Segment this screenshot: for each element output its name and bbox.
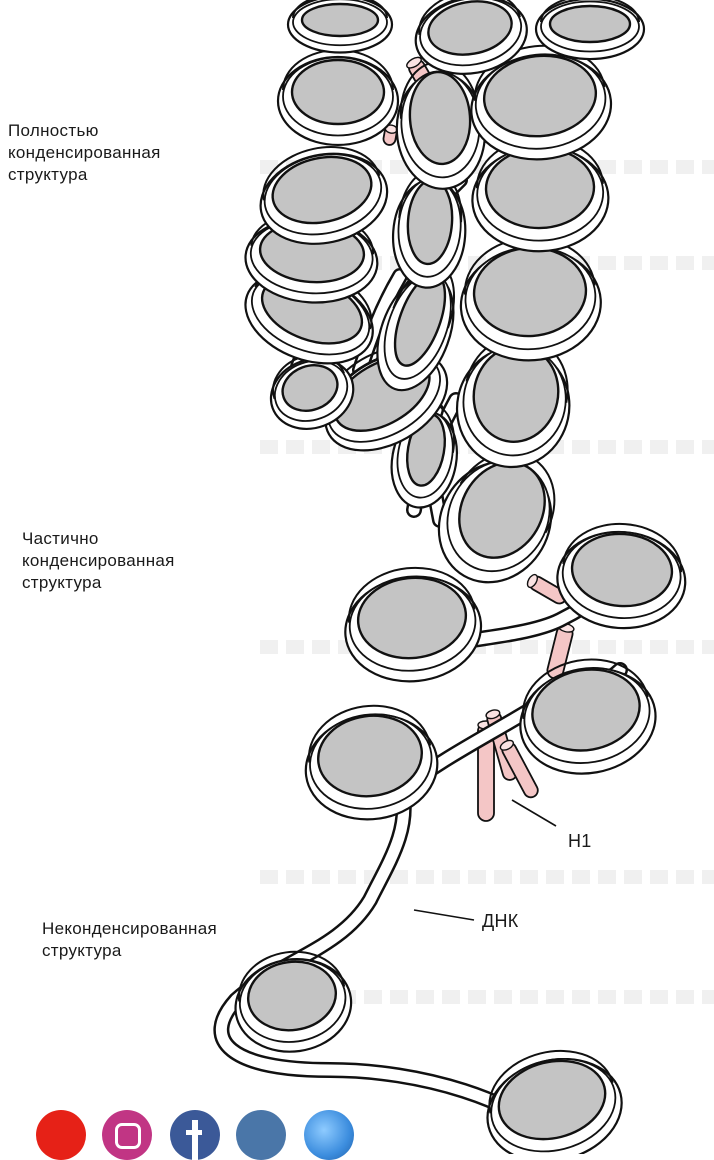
nucleosome: [228, 944, 357, 1059]
label-h1: Н1: [568, 830, 592, 852]
globe-icon[interactable]: [304, 1110, 354, 1160]
nucleosome: [536, 0, 644, 59]
label-line: Неконденсированная: [42, 918, 217, 940]
label-line: структура: [42, 940, 217, 962]
label-dna: ДНК: [482, 910, 519, 932]
label-line: структура: [22, 572, 175, 594]
nucleosome: [278, 50, 398, 145]
instagram-icon[interactable]: [102, 1110, 152, 1160]
histone-core: [550, 6, 630, 42]
nucleosome: [456, 233, 604, 365]
dna-pointer-line: [414, 910, 474, 920]
label-line: Частично: [22, 528, 175, 550]
label-fully-condensed: Полностью конденсированная структура: [8, 120, 161, 186]
facebook-icon[interactable]: [170, 1110, 220, 1160]
nucleosome: [510, 649, 664, 784]
label-line: конденсированная: [8, 142, 161, 164]
nucleosome: [288, 0, 392, 52]
vk-icon[interactable]: [236, 1110, 286, 1160]
histone-core: [292, 60, 384, 124]
histone-core: [302, 4, 378, 36]
label-line: Полностью: [8, 120, 161, 142]
nucleosome: [298, 697, 444, 827]
label-uncondensed: Неконденсированная структура: [42, 918, 217, 962]
nucleosome: [474, 1037, 632, 1154]
label-line: структура: [8, 164, 161, 186]
label-partially-condensed: Частично конденсированная структура: [22, 528, 175, 594]
youtube-icon[interactable]: [36, 1110, 86, 1160]
nucleosomes-layer: [228, 0, 689, 1154]
label-line: конденсированная: [22, 550, 175, 572]
h1-pointer-line: [512, 800, 556, 826]
nucleosome: [339, 561, 486, 688]
